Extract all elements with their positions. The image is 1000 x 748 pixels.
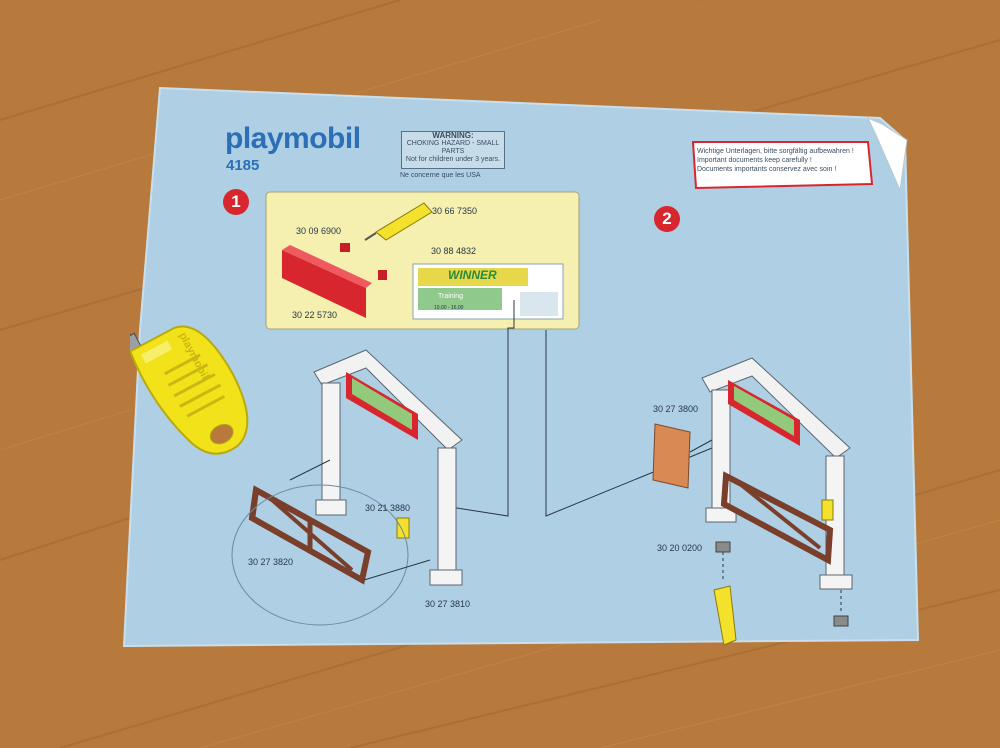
part-number: 30 20 0200	[657, 543, 703, 553]
banner-headline: WINNER	[448, 268, 497, 282]
part-number: 30 27 3810	[425, 599, 471, 609]
red-sign-board	[282, 245, 372, 318]
part-number: 30 27 3820	[248, 557, 294, 567]
warning-title: WARNING:	[432, 131, 474, 140]
model-number: 4185	[226, 157, 260, 174]
documents-note-en: Important documents keep carefully !	[697, 157, 812, 164]
choking-warning: WARNING: CHOKING HAZARD - SMALL PARTS No…	[401, 131, 505, 169]
documents-note: Wichtige Unterlagen, bitte sorgfältig au…	[697, 147, 867, 174]
gate-assembly-step1	[231, 349, 463, 626]
banner-label: Training	[438, 293, 464, 300]
step-2-badge: 2	[654, 206, 680, 232]
banner-times: 10.00 - 16.00	[434, 305, 464, 311]
part-number: 30 66 7350	[432, 206, 478, 216]
part-number: 30 09 6900	[296, 226, 342, 236]
step-1-badge: 1	[223, 189, 249, 215]
warning-line-1: CHOKING HAZARD - SMALL PARTS	[406, 140, 500, 155]
documents-note-fr: Documents importants conservez avec soin…	[697, 166, 837, 173]
gate-assembly-step2	[652, 357, 853, 646]
part-number: 30 27 3800	[653, 404, 699, 414]
documents-note-de: Wichtige Unterlagen, bitte sorgfältig au…	[697, 148, 854, 155]
usa-note: Ne concerne que les USA	[400, 172, 481, 179]
part-number: 30 21 3880	[365, 503, 411, 513]
yellow-key-tool-icon	[130, 312, 249, 455]
brand-logo: playmobil	[225, 122, 361, 155]
warning-line-2: Not for children under 3 years.	[405, 156, 501, 163]
part-number: 30 22 5730	[292, 310, 338, 320]
part-number: 30 88 4832	[431, 246, 477, 256]
